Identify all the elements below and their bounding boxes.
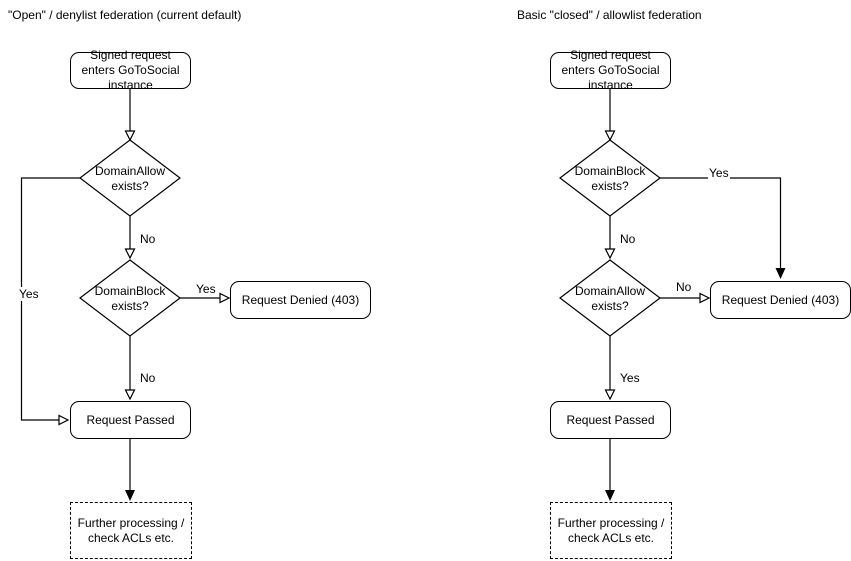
edge-right-decision1-yes bbox=[660, 177, 782, 268]
open-arrowhead-icon bbox=[604, 389, 616, 401]
open-arrowhead-icon bbox=[604, 130, 616, 142]
filled-arrowhead-icon bbox=[605, 490, 615, 501]
open-arrowhead-icon bbox=[124, 389, 136, 401]
open-arrowhead-icon bbox=[604, 248, 616, 260]
edge-left-decision1-yes bbox=[20, 177, 80, 421]
decision-diamond-left-2 bbox=[79, 259, 181, 337]
open-arrowhead-icon bbox=[124, 248, 136, 260]
decision-diamond-right-2 bbox=[559, 259, 661, 337]
open-arrowhead-icon bbox=[699, 292, 711, 304]
open-arrowhead-icon bbox=[219, 292, 231, 304]
decision-diamond-left-1 bbox=[79, 139, 181, 217]
decision-diamond-right-1 bbox=[559, 139, 661, 217]
open-arrowhead-icon bbox=[124, 130, 136, 142]
filled-arrowhead-icon bbox=[125, 490, 135, 501]
open-arrowhead-icon bbox=[58, 414, 70, 426]
filled-arrowhead-icon bbox=[775, 268, 786, 279]
